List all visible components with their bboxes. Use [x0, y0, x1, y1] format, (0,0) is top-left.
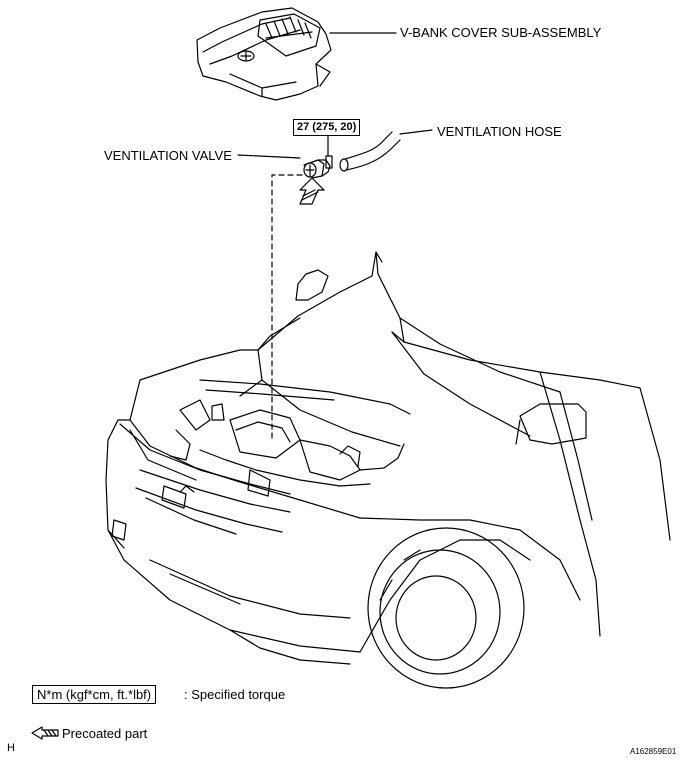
footer-left-mark: H [7, 742, 15, 754]
legend-torque-description: : Specified torque [184, 687, 286, 702]
locator-dashed-line [271, 174, 303, 441]
label-ventilation-valve: VENTILATION VALVE [104, 148, 232, 163]
torque-spec-box: 27 (275, 20) [293, 119, 361, 136]
precoat-arrow-valve [299, 177, 325, 205]
front-wheel [367, 527, 525, 689]
ventilation-valve-part [303, 155, 333, 179]
precoat-legend-arrow [31, 726, 59, 740]
legend-precoated-label: Precoated part [62, 726, 148, 741]
leader-valve [237, 154, 301, 159]
label-ventilation-hose: VENTILATION HOSE [437, 124, 562, 139]
ventilation-hose-part [339, 131, 401, 172]
vbank-cover-part [196, 7, 332, 101]
label-vbank-cover: V-BANK COVER SUB-ASSEMBLY [400, 25, 602, 40]
legend-torque-unit-box: N*m (kgf*cm, ft.*lbf) [32, 685, 157, 704]
vehicle-illustration [105, 251, 671, 689]
engine-bay [169, 379, 411, 497]
leader-hose [399, 129, 433, 135]
figure-id: A162859E01 [630, 747, 677, 756]
